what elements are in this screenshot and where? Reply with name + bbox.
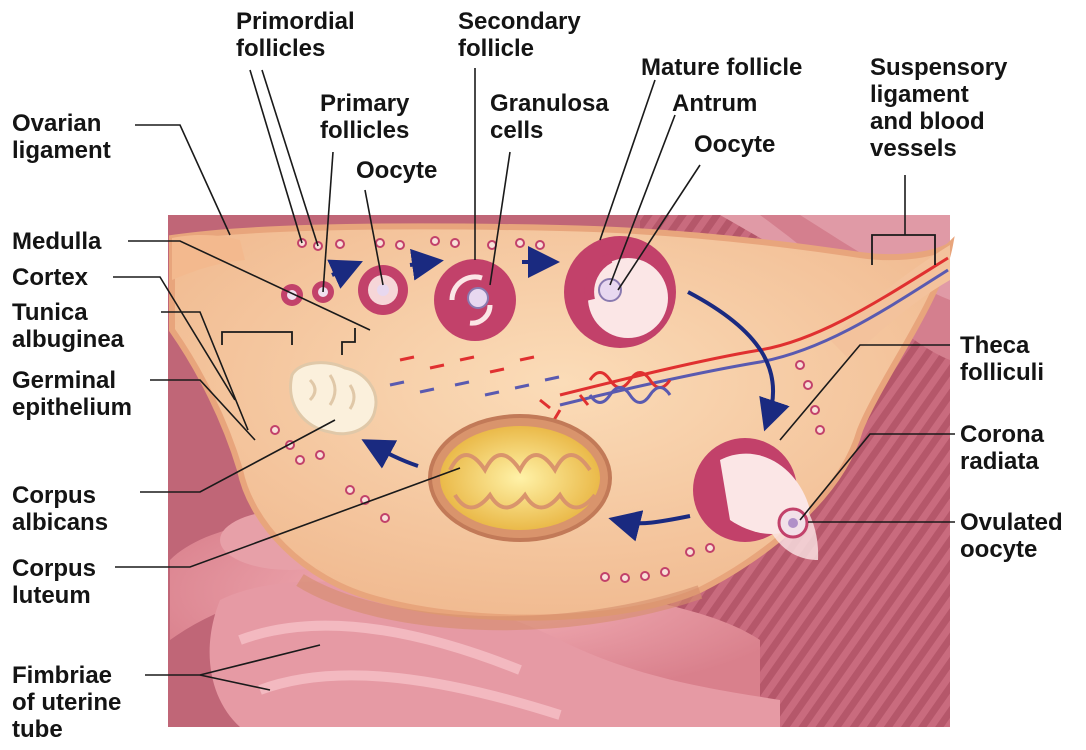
- label-ovulated-oocyte: Ovulated oocyte: [960, 509, 1063, 563]
- label-tunica-albuginea: Tunica albuginea: [12, 299, 124, 353]
- label-secondary-follicle: Secondary follicle: [458, 8, 581, 62]
- label-corpus-luteum: Corpus luteum: [12, 555, 96, 609]
- corpus-luteum: [430, 416, 610, 540]
- label-primordial-follicles: Primordial follicles: [236, 8, 355, 62]
- label-fimbriae: Fimbriae of uterine tube: [12, 662, 121, 743]
- label-theca-folliculi: Theca folliculi: [960, 332, 1044, 386]
- mature-follicle: [564, 236, 676, 348]
- label-oocyte-mature: Oocyte: [694, 131, 775, 158]
- label-antrum: Antrum: [672, 90, 757, 117]
- label-oocyte-primary: Oocyte: [356, 157, 437, 184]
- label-cortex: Cortex: [12, 264, 88, 291]
- label-ovarian-ligament: Ovarian ligament: [12, 110, 111, 164]
- label-germinal-epithelium: Germinal epithelium: [12, 367, 132, 421]
- label-medulla: Medulla: [12, 228, 101, 255]
- label-mature-follicle: Mature follicle: [641, 54, 802, 81]
- label-granulosa-cells: Granulosa cells: [490, 90, 609, 144]
- label-primary-follicles: Primary follicles: [320, 90, 409, 144]
- label-corpus-albicans: Corpus albicans: [12, 482, 108, 536]
- label-suspensory-ligament: Suspensory ligament and blood vessels: [870, 54, 1007, 162]
- label-corona-radiata: Corona radiata: [960, 421, 1044, 475]
- secondary-follicle: [434, 259, 516, 341]
